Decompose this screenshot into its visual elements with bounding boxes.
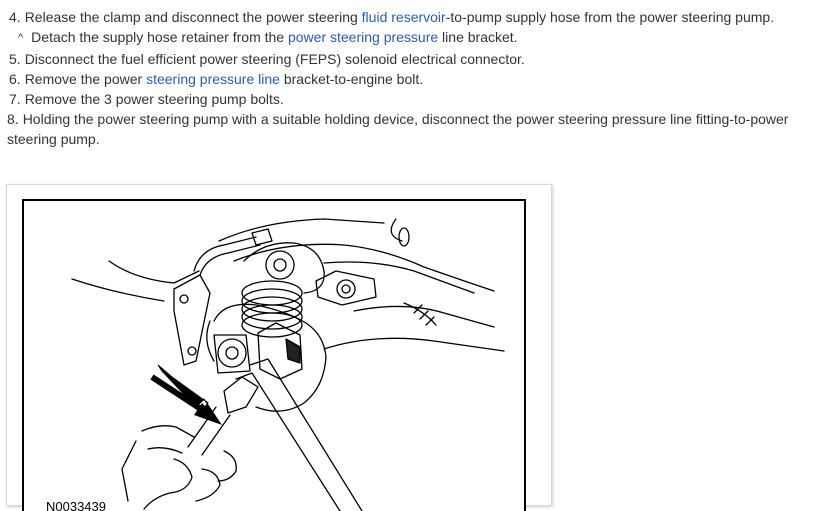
black-arrow-icon [150,364,222,425]
illustration-frame: N0033439 [6,184,552,511]
step-text: bracket-to-engine bolt. [279,71,424,87]
power-steering-pressure-link[interactable]: power steering pressure [287,29,439,45]
figure-id-label: N0033439 [46,499,106,511]
step-number: 6. [9,71,21,87]
step-number: 8. [7,111,19,127]
step-number: 7. [9,91,21,107]
fluid-reservoir-link[interactable]: fluid reservoir [361,9,446,25]
step-text: Release the clamp and disconnect the pow… [24,9,362,25]
step-7: 7.Remove the 3 power steering pump bolts… [0,89,827,109]
steering-pressure-line-link[interactable]: steering pressure line [146,71,280,87]
step-text: Detach the supply hose retainer from the [31,29,288,45]
step-text: -to-pump supply hose from the power stee… [445,9,775,25]
step-text: Holding the power steering pump with a s… [7,111,789,147]
step-number: 5. [9,51,21,67]
illustration: N0033439 [22,199,526,511]
step-8: 8.Holding the power steering pump with a… [0,109,807,149]
step-text: Remove the power [24,71,147,87]
step-6: 6.Remove the power steering pressure lin… [0,69,827,89]
step-text: line bracket. [438,29,518,45]
caret-icon: ^ [18,32,24,44]
power-steering-pump-drawing [71,218,505,511]
procedure-steps: 4.Release the clamp and disconnect the p… [0,7,827,149]
step-4-substep: ^ Detach the supply hose retainer from th… [0,27,827,49]
step-5: 5.Disconnect the fuel efficient power st… [0,49,827,69]
step-text: Remove the 3 power steering pump bolts. [24,91,284,107]
step-4: 4.Release the clamp and disconnect the p… [0,7,827,27]
step-number: 4. [9,9,21,25]
step-text: Disconnect the fuel efficient power stee… [24,51,525,67]
